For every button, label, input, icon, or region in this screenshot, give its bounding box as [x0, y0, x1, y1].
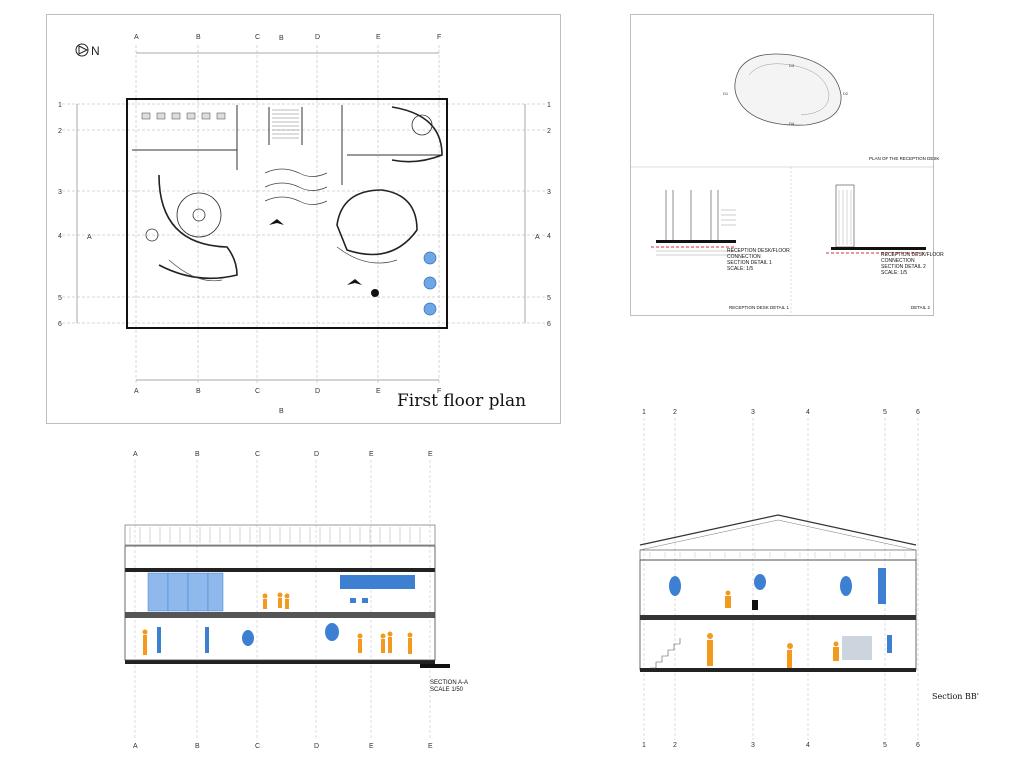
aa-col-b-bottom: B — [195, 743, 200, 750]
bb-col-3-bottom: 3 — [751, 742, 755, 749]
grid-col-b-bottom: B — [196, 388, 201, 395]
section-marker-b-top: B — [279, 35, 284, 42]
grid-row-3-left: 3 — [58, 189, 62, 196]
bb-col-1-top: 1 — [642, 409, 646, 416]
grid-col-c-bottom: C — [255, 388, 260, 395]
bb-col-2-top: 2 — [673, 409, 677, 416]
grid-row-3-right: 3 — [547, 189, 551, 196]
aa-col-c-top: C — [255, 451, 260, 458]
section-aa-title: SECTION A-A SCALE 1/50 — [430, 680, 469, 693]
section-marker-a-right: A — [535, 234, 540, 241]
floor-plan-drawing: A B C D E F A B C D E F 1 2 3 4 5 6 1 2 … — [58, 34, 551, 415]
floor-plan-title: First floor plan — [397, 391, 527, 411]
grid-col-e-bottom: E — [376, 388, 381, 395]
grid-col-d-bottom: D — [315, 388, 320, 395]
section-bb-svg: 1 2 3 4 5 6 1 2 3 4 5 6 — [639, 409, 920, 749]
aa-col-d-bottom: D — [314, 743, 319, 750]
grid-col-c-top: C — [255, 34, 260, 41]
grid-col-e-top: E — [376, 34, 381, 41]
section-marker-a-left: A — [87, 234, 92, 241]
reception-desk-drawing: D1 D2 D3 D4 — [631, 53, 933, 315]
section-aa-drawing: A B C D E E A B C D E E SECTION A-A SCAL… — [100, 440, 500, 760]
reception-desk-sheet: D1 D2 D3 D4 PLAN OF THE RECEPTION DESK R… — [630, 14, 944, 316]
bb-col-4-bottom: 4 — [806, 742, 810, 749]
grid-row-6-left: 6 — [58, 321, 62, 328]
section-marker-b-bottom: B — [279, 408, 284, 415]
grid-col-f-bottom: F — [437, 388, 441, 395]
north-label: N — [91, 44, 100, 58]
aa-col-e-top: E — [369, 451, 374, 458]
north-arrow-icon — [75, 43, 89, 57]
aa-col-f-top: E — [428, 451, 433, 458]
grid-col-a-top: A — [134, 34, 139, 41]
desk-detail-2-caption: DETAIL 2 — [911, 305, 931, 310]
desk-detail-2-title: RECEPTION DESK/FLOOR CONNECTION SECTION … — [881, 252, 944, 276]
desk-mark-d1: D1 — [723, 91, 729, 96]
aa-col-e2-bottom: E — [428, 743, 433, 750]
grid-row-2-right: 2 — [547, 128, 551, 135]
aa-col-c-bottom: C — [255, 743, 260, 750]
aa-col-b-top: B — [195, 451, 200, 458]
section-aa-svg: A B C D E E A B C D E E — [124, 451, 450, 750]
grid-row-6-right: 6 — [547, 321, 551, 328]
grid-col-a-bottom: A — [134, 388, 139, 395]
grid-row-4-left: 4 — [58, 233, 62, 240]
desk-mark-d3: D3 — [789, 63, 795, 68]
bb-col-2-bottom: 2 — [673, 742, 677, 749]
grid-row-1-right: 1 — [547, 102, 551, 109]
desk-detail-1-title: RECEPTION DESK/FLOOR CONNECTION SECTION … — [727, 248, 790, 272]
desk-mark-d2: D2 — [843, 91, 849, 96]
bb-col-5-top: 5 — [883, 409, 887, 416]
bb-col-6-bottom: 6 — [916, 742, 920, 749]
first-floor-plan-sheet: A B C D E F A B C D E F 1 2 3 4 5 6 1 2 … — [46, 14, 561, 424]
desk-plan-title: PLAN OF THE RECEPTION DESK — [869, 156, 940, 161]
grid-row-5-right: 5 — [547, 295, 551, 302]
grid-col-b-top: B — [196, 34, 201, 41]
bb-col-1-bottom: 1 — [642, 742, 646, 749]
section-bb-title: Section BB' — [932, 692, 979, 701]
bb-col-5-bottom: 5 — [883, 742, 887, 749]
grid-row-5-left: 5 — [58, 295, 62, 302]
grid-col-f-top: F — [437, 34, 441, 41]
bb-col-4-top: 4 — [806, 409, 810, 416]
grid-col-d-top: D — [315, 34, 320, 41]
bb-col-6-top: 6 — [916, 409, 920, 416]
grid-row-1-left: 1 — [58, 102, 62, 109]
aa-col-a-top: A — [133, 451, 138, 458]
grid-row-2-left: 2 — [58, 128, 62, 135]
desk-detail-1-caption: RECEPTION DESK DETAIL 1 — [729, 305, 790, 310]
aa-col-e-bottom: E — [369, 743, 374, 750]
aa-col-d-top: D — [314, 451, 319, 458]
aa-col-a-bottom: A — [133, 743, 138, 750]
desk-mark-d4: D4 — [789, 121, 795, 126]
bb-col-3-top: 3 — [751, 409, 755, 416]
section-bb-drawing: 1 2 3 4 5 6 1 2 3 4 5 6 Section BB' — [610, 400, 990, 760]
grid-row-4-right: 4 — [547, 233, 551, 240]
